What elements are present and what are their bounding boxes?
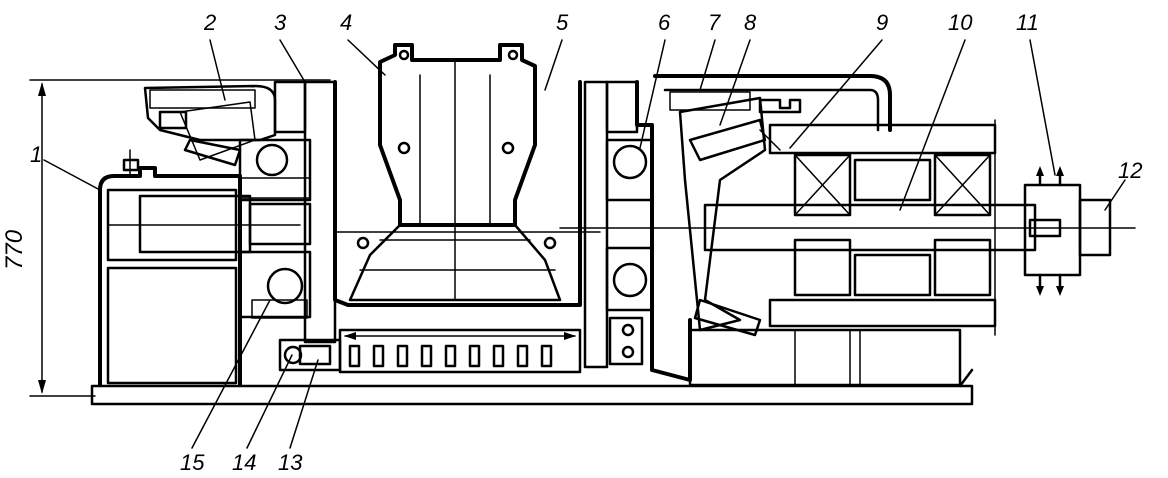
- top-left-cover: [143, 84, 277, 167]
- bottom-grate: [338, 328, 582, 374]
- label-part-3: 3: [274, 10, 287, 35]
- central-bowl: [333, 43, 601, 307]
- label-part-5: 5: [556, 10, 569, 35]
- bevel-gear: [678, 96, 767, 337]
- label-part-9: 9: [876, 10, 888, 35]
- lower-right-frame: [688, 328, 962, 387]
- label-part-6: 6: [658, 10, 671, 35]
- label-part-14: 14: [232, 450, 256, 475]
- label-part-7: 7: [708, 10, 721, 35]
- part-labels: 1 2 3 4 5 6 7 8 9 10 11 12 13 14 15: [30, 10, 1142, 475]
- left-bearing-block: [238, 138, 312, 319]
- label-part-15: 15: [180, 450, 205, 475]
- label-part-2: 2: [203, 10, 216, 35]
- output-shaft-assembly: [559, 98, 1136, 336]
- label-part-11: 11: [1016, 10, 1039, 35]
- left-wall: [273, 80, 342, 372]
- base-plate: [90, 384, 974, 406]
- output-coupling: [1023, 166, 1112, 296]
- motor-housing: [98, 149, 312, 387]
- label-part-1: 1: [30, 142, 42, 167]
- leader-lines: [43, 39, 1126, 449]
- dimension-770: 770: [1, 229, 28, 270]
- label-part-12: 12: [1118, 158, 1142, 183]
- label-part-10: 10: [948, 10, 973, 35]
- label-part-13: 13: [278, 450, 303, 475]
- label-part-4: 4: [340, 10, 352, 35]
- height-dimension: 770: [1, 79, 331, 397]
- label-part-8: 8: [744, 10, 757, 35]
